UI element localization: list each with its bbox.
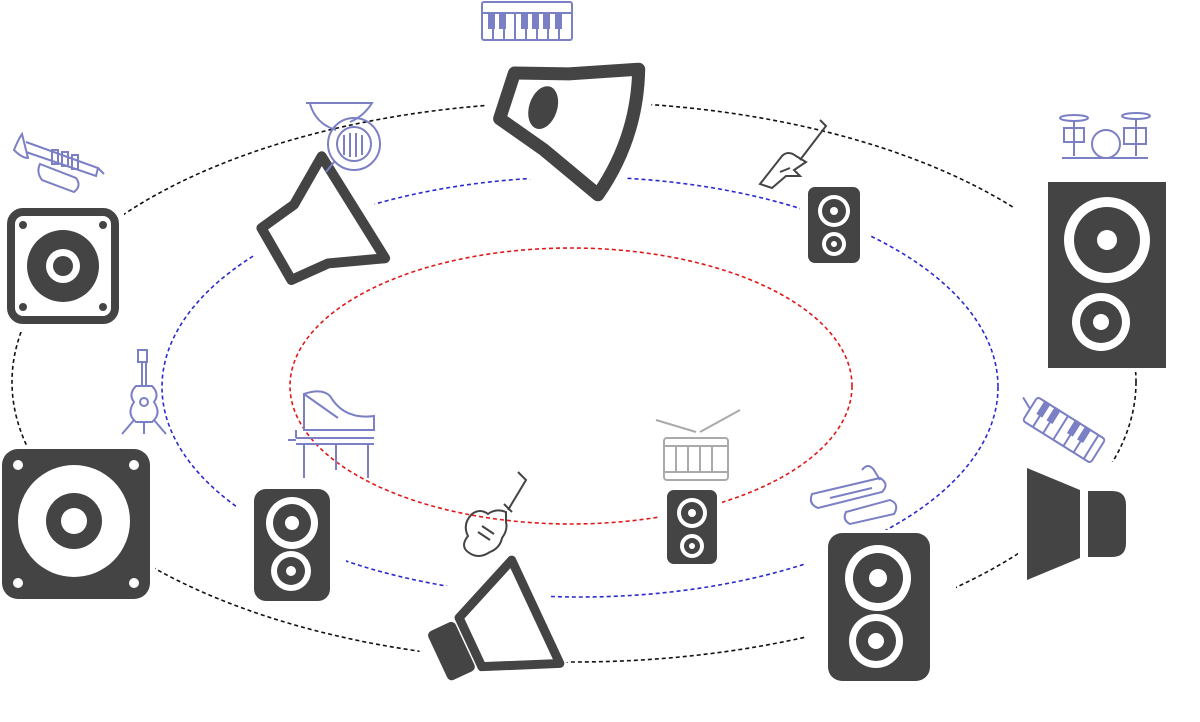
- horn-speaker-icon-top: [467, 16, 665, 208]
- bookshelf-speaker-icon-left: [238, 480, 346, 604]
- melodica-icon: [1022, 396, 1106, 463]
- grand-piano-icon: [288, 390, 375, 478]
- horn-speaker-icon-bottom: [399, 548, 579, 717]
- square-woofer-icon-top-left: [0, 202, 124, 332]
- drum-kit-icon: [1059, 112, 1151, 159]
- small-speaker-icon-center: [660, 486, 722, 568]
- trombone-icon: [809, 465, 898, 526]
- keyboard-icon: [481, 1, 573, 41]
- bookshelf-speaker-icon-bottom-right: [806, 530, 956, 688]
- square-woofer-icon-bottom-left: [0, 445, 155, 605]
- snare-drum-icon: [655, 409, 741, 481]
- cone-speaker-icon-right: [1018, 462, 1130, 584]
- horn-speaker-icon-upper-left: [224, 138, 407, 325]
- tower-speaker-icon-large-right: [1014, 178, 1200, 372]
- small-speaker-icon-upper-right: [800, 182, 870, 268]
- french-horn-icon: [306, 102, 381, 173]
- trumpet-icon: [12, 131, 105, 194]
- electric-guitar-icon: [463, 471, 528, 557]
- inner-ring: [289, 247, 853, 525]
- acoustic-guitar-icon: [121, 349, 167, 435]
- flying-v-guitar-icon: [758, 119, 828, 190]
